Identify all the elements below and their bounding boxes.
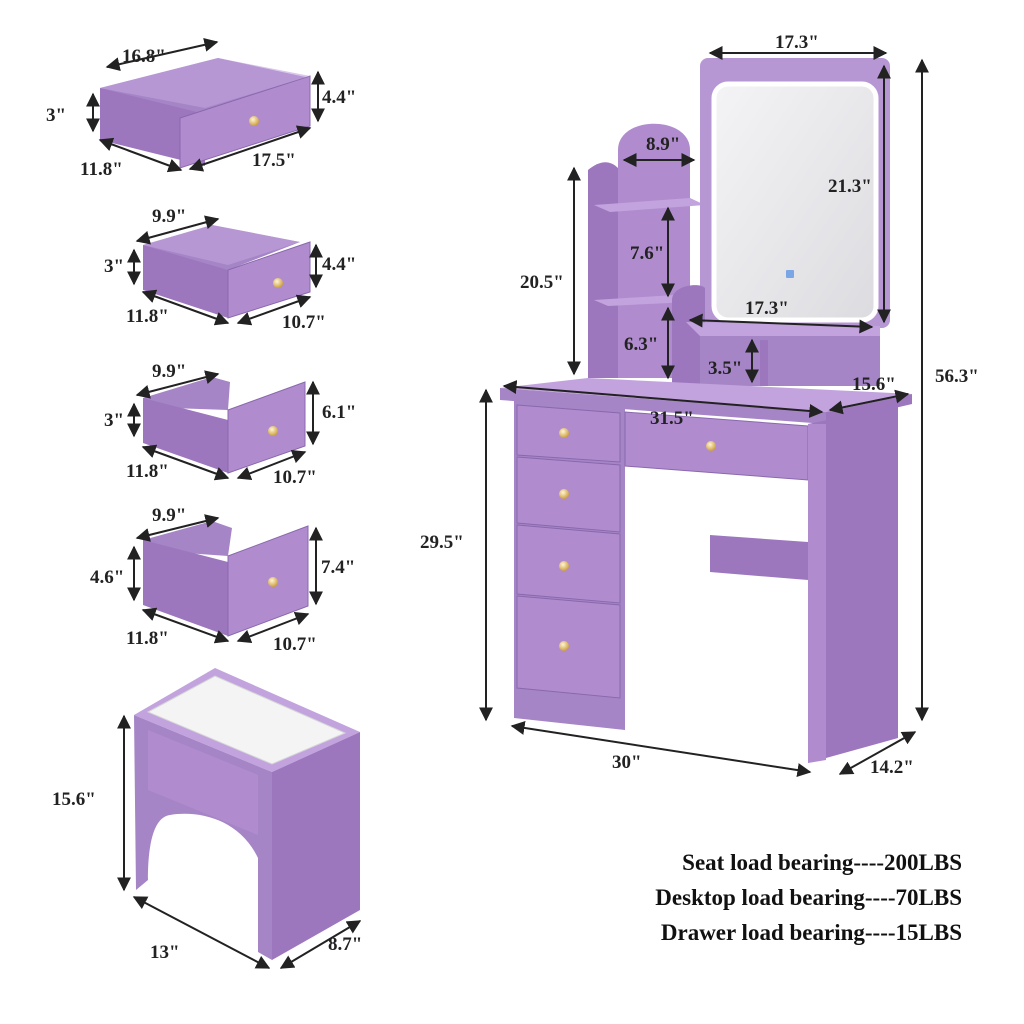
touch-switch-icon [786, 270, 794, 278]
mirror-glass [711, 81, 879, 323]
drawer-knob-icon [559, 561, 569, 571]
drawer-1-dimensions: 16.8" 3" 4.4" 11.8" 17.5" [46, 37, 356, 180]
drawer-4-depth-label: 11.8" [126, 628, 169, 649]
stool-height-label: 15.6" [52, 789, 96, 810]
drawer-2-depth-label: 11.8" [126, 306, 169, 327]
cubby-width-label: 17.3" [745, 298, 789, 319]
drawer-4-dimensions: 9.9" 4.6" 7.4" 11.8" 10.7" [90, 505, 355, 655]
drawer-1-front-width-label: 17.5" [252, 150, 296, 171]
drawer-1-depth-label: 11.8" [80, 159, 123, 180]
stool-cushion [146, 675, 347, 765]
drawer-3-depth-label: 11.8" [126, 461, 169, 482]
drawer-knob-icon [268, 426, 278, 436]
base-width-label: 30" [612, 752, 642, 773]
drawer-knob-icon [559, 641, 569, 651]
drawer-1-height-label: 3" [46, 105, 66, 126]
drawer-2-width-label: 9.9" [152, 206, 186, 227]
drawer-load-text: Drawer load bearing----15LBS [661, 920, 962, 945]
desktop-depth-label: 15.6" [852, 374, 896, 395]
shelf-top-gap-label: 7.6" [630, 243, 664, 264]
stool-illustration [134, 668, 360, 960]
shelf-arch-width-label: 8.9" [646, 134, 680, 155]
cubby-height-label: 3.5" [708, 358, 742, 379]
drawer-3-illustration [143, 377, 306, 474]
drawer-4-front-height-label: 7.4" [321, 557, 355, 578]
drawer-3-front-width-label: 10.7" [273, 467, 317, 488]
drawer-1-front-height-label: 4.4" [322, 87, 356, 108]
load-bearing-notes: Seat load bearing----200LBS Desktop load… [655, 850, 962, 945]
seat-load-text: Seat load bearing----200LBS [682, 850, 962, 875]
mirror-width-label: 17.3" [775, 32, 819, 53]
drawer-3-height-label: 3" [104, 410, 124, 431]
drawer-knob-icon [273, 278, 283, 288]
vanity-illustration [500, 58, 912, 763]
stool-depth-label: 8.7" [328, 934, 362, 955]
drawer-1-width-label: 16.8" [122, 46, 166, 67]
drawer-3-dimensions: 9.9" 3" 6.1" 11.8" 10.7" [104, 361, 356, 488]
drawer-knob-icon [559, 428, 569, 438]
stool-width-label: 13" [150, 942, 180, 963]
drawer-4-width-label: 9.9" [152, 505, 186, 526]
stool-dimensions: 15.6" 13" 8.7" [52, 714, 362, 969]
drawer-knob-icon [249, 116, 259, 126]
drawer-4-height-label: 4.6" [90, 567, 124, 588]
desktop-load-text: Desktop load bearing----70LBS [655, 885, 962, 910]
drawer-2-front-width-label: 10.7" [282, 312, 326, 333]
shelf-bottom-gap-label: 6.3" [624, 334, 658, 355]
desktop-width-label: 31.5" [650, 408, 694, 429]
base-depth-label: 14.2" [870, 757, 914, 778]
total-height-label: 56.3" [935, 366, 979, 387]
vanity-dimensions: 17.3" 21.3" 8.9" 20.5" 7.6" 6.3" 17.3" 3… [420, 32, 979, 778]
drawer-2-height-label: 3" [104, 256, 124, 277]
drawer-knob-icon [706, 441, 716, 451]
mirror-height-label: 21.3" [828, 176, 872, 197]
drawer-2-illustration [143, 225, 311, 319]
drawer-4-front-width-label: 10.7" [273, 634, 317, 655]
desk-height-label: 29.5" [420, 532, 464, 553]
drawer-2-dimensions: 9.9" 3" 4.4" 11.8" 10.7" [104, 206, 356, 333]
drawer-3-width-label: 9.9" [152, 361, 186, 382]
drawer-3-front-height-label: 6.1" [322, 402, 356, 423]
drawer-knob-icon [559, 489, 569, 499]
shelf-unit-height-label: 20.5" [520, 272, 564, 293]
drawer-knob-icon [268, 577, 278, 587]
drawer-2-front-height-label: 4.4" [322, 254, 356, 275]
